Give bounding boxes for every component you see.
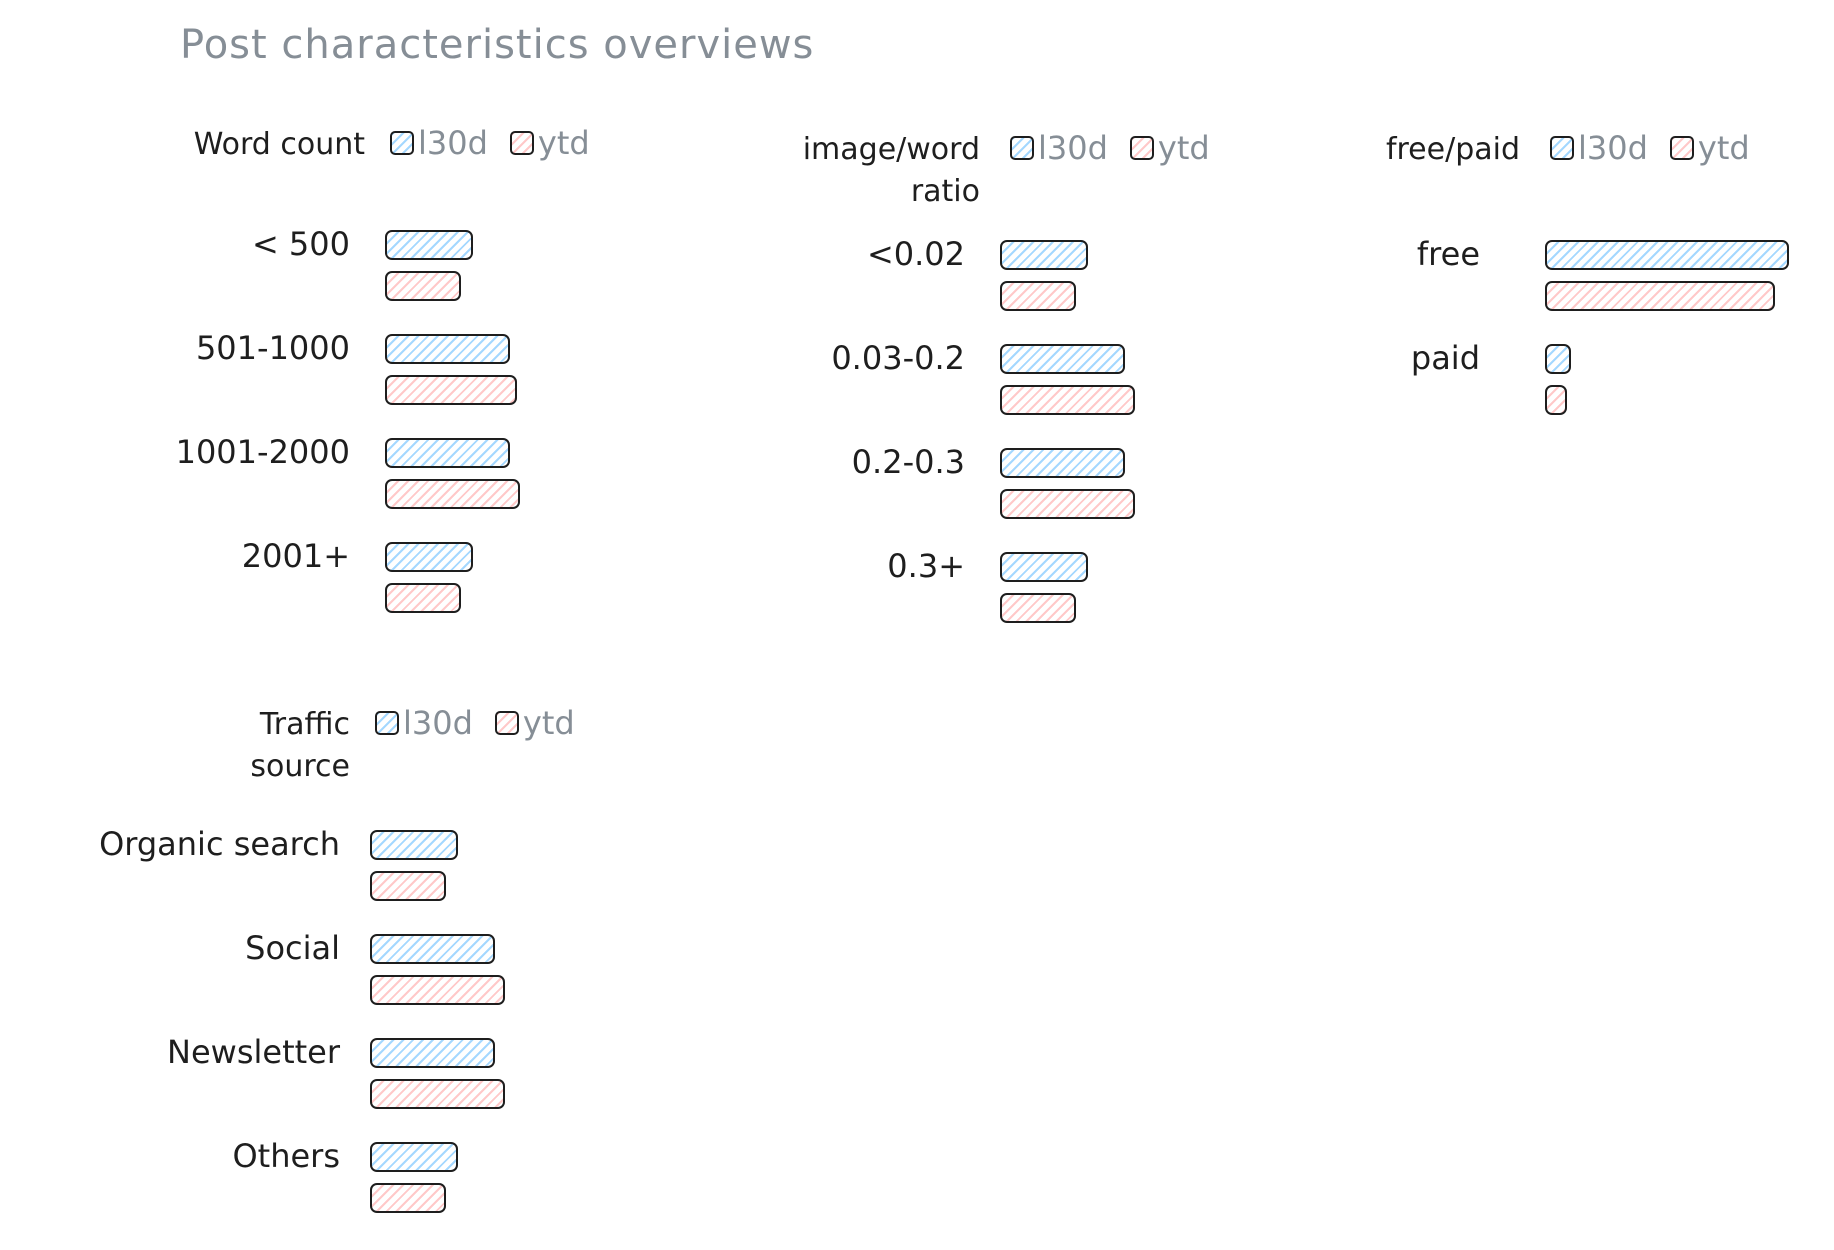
category-label: paid bbox=[1410, 339, 1480, 377]
category-label: Others bbox=[232, 1137, 340, 1175]
chart-legend: l30d ytd bbox=[1550, 129, 1750, 167]
legend-item: ytd bbox=[1669, 129, 1750, 167]
category-label: 0.03-0.2 bbox=[831, 339, 965, 377]
legend-label: ytd bbox=[1157, 129, 1210, 167]
bar-ytd bbox=[385, 479, 520, 509]
category-label: 501-1000 bbox=[195, 329, 350, 367]
bar-l30d bbox=[385, 542, 473, 572]
bar-l30d bbox=[1545, 240, 1789, 270]
category-label: Social bbox=[245, 929, 340, 967]
bar-l30d bbox=[370, 830, 458, 860]
legend-swatch bbox=[1010, 136, 1034, 160]
bar-l30d bbox=[385, 334, 510, 364]
legend-swatch bbox=[509, 131, 534, 155]
legend-item: l30d bbox=[1010, 129, 1108, 167]
chart-title: image/word ratio bbox=[802, 132, 980, 209]
bar-ytd bbox=[370, 1183, 446, 1213]
chart-title: Traffic source bbox=[250, 707, 350, 784]
bar-ytd bbox=[1000, 281, 1076, 311]
bar-ytd bbox=[1545, 281, 1775, 311]
legend-swatch bbox=[1129, 136, 1154, 160]
bar-l30d bbox=[1000, 552, 1088, 582]
bar-ytd bbox=[1545, 385, 1567, 415]
bar-ytd bbox=[370, 1079, 505, 1109]
bar-l30d bbox=[385, 438, 510, 468]
legend-label: ytd bbox=[522, 704, 575, 742]
bar-ytd bbox=[385, 271, 461, 301]
legend-label: ytd bbox=[537, 124, 590, 162]
legend-item: l30d bbox=[375, 704, 473, 742]
legend-swatch bbox=[375, 711, 399, 735]
bar-l30d bbox=[1000, 344, 1125, 374]
legend-item: ytd bbox=[1129, 129, 1210, 167]
category-label: 2001+ bbox=[241, 537, 350, 575]
legend-label: ytd bbox=[1697, 129, 1750, 167]
legend-label: l30d bbox=[418, 124, 488, 162]
bar-l30d bbox=[385, 230, 473, 260]
chart-legend: l30d ytd bbox=[375, 704, 575, 742]
legend-item: ytd bbox=[494, 704, 575, 742]
category-label: 0.2-0.3 bbox=[851, 443, 965, 481]
legend-item: l30d bbox=[1550, 129, 1648, 167]
legend-swatch bbox=[494, 711, 519, 735]
bar-l30d bbox=[1000, 448, 1125, 478]
bar-l30d bbox=[370, 1038, 495, 1068]
category-label: Organic search bbox=[99, 825, 340, 863]
chart-title: free/paid bbox=[1385, 132, 1520, 167]
category-label: free bbox=[1416, 235, 1480, 273]
bar-ytd bbox=[385, 583, 461, 613]
category-label: <0.02 bbox=[866, 235, 965, 273]
bar-l30d bbox=[1000, 240, 1088, 270]
chart-legend: l30d ytd bbox=[390, 124, 590, 162]
bar-ytd bbox=[1000, 593, 1076, 623]
legend-item: l30d bbox=[390, 124, 488, 162]
legend-swatch bbox=[390, 131, 414, 155]
legend-swatch bbox=[1669, 136, 1694, 160]
bar-ytd bbox=[370, 871, 446, 901]
bar-ytd bbox=[385, 375, 517, 405]
bar-ytd bbox=[1000, 489, 1135, 519]
page-title: Post characteristics overviews bbox=[180, 22, 815, 68]
category-label: 0.3+ bbox=[887, 547, 965, 585]
legend-item: ytd bbox=[509, 124, 590, 162]
legend-label: l30d bbox=[403, 704, 473, 742]
category-label: 1001-2000 bbox=[175, 433, 350, 471]
legend-label: l30d bbox=[1578, 129, 1648, 167]
bar-l30d bbox=[370, 934, 495, 964]
bar-ytd bbox=[1000, 385, 1135, 415]
legend-swatch bbox=[1550, 136, 1574, 160]
bar-l30d bbox=[370, 1142, 458, 1172]
category-label: < 500 bbox=[251, 225, 350, 263]
chart-title: Word count bbox=[193, 127, 365, 162]
legend-label: l30d bbox=[1038, 129, 1108, 167]
chart-legend: l30d ytd bbox=[1010, 129, 1210, 167]
bar-ytd bbox=[370, 975, 505, 1005]
bar-l30d bbox=[1545, 344, 1571, 374]
category-label: Newsletter bbox=[167, 1033, 340, 1071]
